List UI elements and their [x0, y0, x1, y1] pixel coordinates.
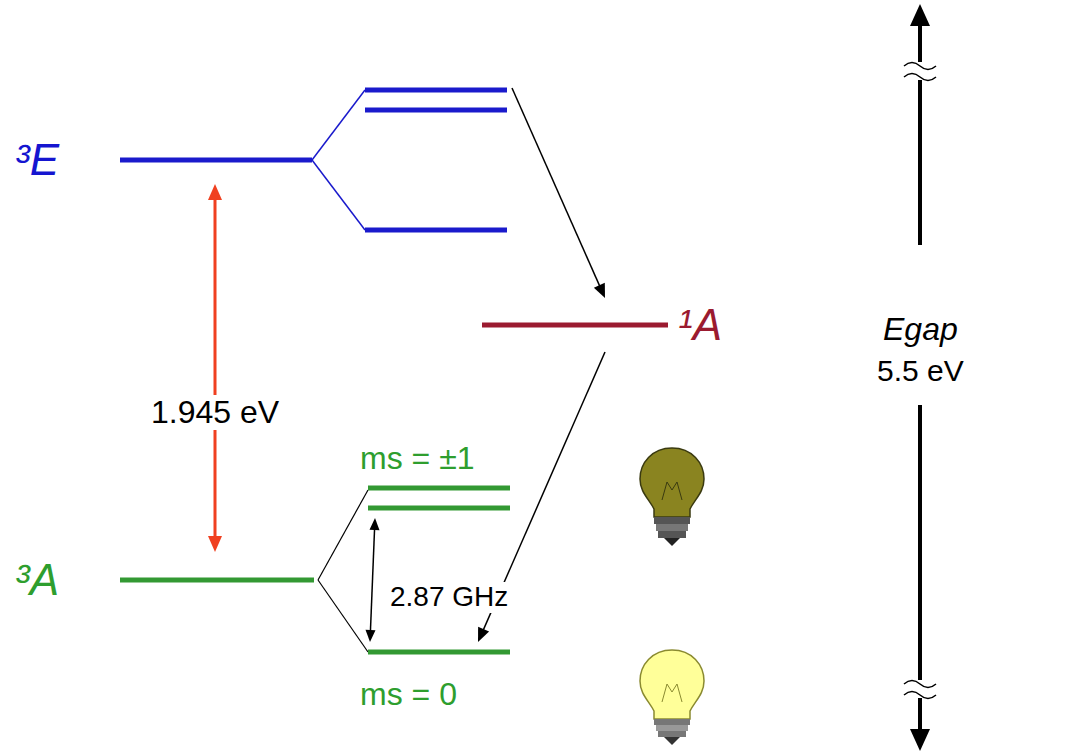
arrowhead	[208, 536, 222, 552]
energy-sublevel	[368, 650, 510, 655]
energy-sublevel	[368, 506, 510, 511]
axis-break	[904, 692, 936, 699]
arrowhead	[208, 184, 222, 200]
spin-sublevel-group: ms = 0	[360, 642, 520, 722]
transition-arrow	[370, 529, 374, 631]
split-line	[318, 490, 368, 580]
energy-level-group: ¹A	[478, 298, 768, 352]
energy-level-group: ³A	[15, 552, 315, 608]
gap-label: Egap	[883, 312, 958, 347]
energy-sublevel	[368, 486, 510, 491]
sublevel-label: ms = 0	[360, 678, 457, 710]
energy-level-group: ³E	[15, 80, 512, 184]
level-label: ³A	[15, 558, 59, 602]
transition-arrow	[214, 199, 217, 537]
split-line	[312, 160, 365, 230]
level-label: ³E	[15, 138, 59, 182]
axis-break	[904, 74, 936, 81]
transition-label: 1.945 eV	[147, 395, 283, 430]
energy-level	[120, 578, 314, 583]
level-label: ¹A	[678, 303, 722, 347]
spin-sublevel-group: ms = ±1	[360, 440, 520, 518]
dark-bulb-icon	[640, 448, 704, 546]
energy-level	[120, 158, 312, 163]
gap-arrow-line	[918, 22, 922, 245]
gap-value: 5.5 eV	[877, 354, 964, 387]
transition-label: 2.87 GHz	[386, 582, 512, 613]
arrowhead	[365, 630, 375, 642]
energy-level	[482, 323, 668, 328]
axis-break	[904, 63, 936, 70]
arrowhead	[370, 518, 380, 530]
gap-arrowhead	[910, 4, 930, 26]
sublevel-label: ms = ±1	[360, 442, 474, 474]
energy-sublevel	[365, 228, 507, 233]
split-line	[318, 580, 368, 652]
bright-bulb-icon	[640, 650, 704, 745]
energy-sublevel	[365, 88, 507, 93]
axis-break	[904, 681, 936, 688]
split-line	[312, 90, 365, 160]
gap-arrowhead	[910, 729, 930, 751]
transition-arrow	[512, 88, 600, 286]
energy-sublevel	[365, 108, 507, 113]
